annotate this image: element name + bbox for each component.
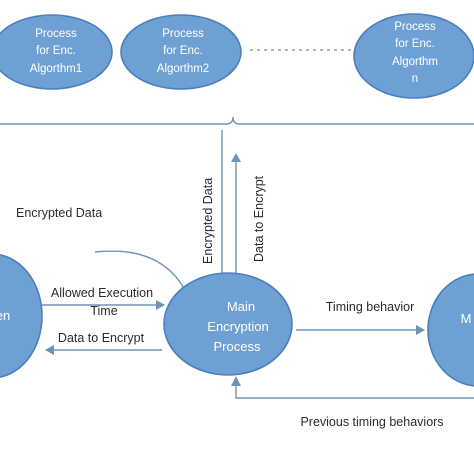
timing-behavior-label: Timing behavior <box>326 300 414 314</box>
node-right-partial-label: M <box>461 311 472 326</box>
node-alg2: Process for Enc. Algorthm2 <box>120 14 242 90</box>
previous-timing-arrowhead <box>231 376 241 386</box>
encrypted-data-curve <box>94 250 186 291</box>
previous-timing-line <box>235 383 474 399</box>
node-alg2-line1: Process <box>162 28 204 40</box>
node-alg1-line1: Process <box>35 28 77 40</box>
bracket-line <box>0 116 474 125</box>
allowed-exec-label-1: Allowed Execution <box>51 286 153 300</box>
node-alg1: Process for Enc. Algorthm1 <box>0 14 113 90</box>
encrypted-data-left-label: Encrypted Data <box>16 206 102 220</box>
node-alg2-line3: Algorthm2 <box>157 63 209 75</box>
node-alg1-line3: Algorthm1 <box>30 63 82 75</box>
node-algn-line3: Algorthm <box>392 56 438 68</box>
node-alg2-line2: for Enc. <box>163 45 203 57</box>
node-main-line2: Encryption <box>207 319 268 334</box>
node-algn-line4: n <box>412 73 418 85</box>
node-left-partial-label: en <box>0 308 10 323</box>
data-to-encrypt-left-label: Data to Encrypt <box>58 331 145 345</box>
data-to-encrypt-vertical-label: Data to Encrypt <box>252 175 266 262</box>
node-left-partial: en <box>0 253 43 379</box>
encrypted-data-vertical-label: Encrypted Data <box>201 178 215 264</box>
node-alg1-line2: for Enc. <box>36 45 76 57</box>
previous-timing-label: Previous timing behaviors <box>300 415 443 429</box>
node-main: Main Encryption Process <box>163 272 293 376</box>
node-algn-line2: for Enc. <box>395 38 435 50</box>
node-main-line3: Process <box>214 339 261 354</box>
node-right-partial: M <box>427 273 474 387</box>
node-algn: Process for Enc. Algorthm n <box>353 13 474 99</box>
node-main-line1: Main <box>227 299 255 314</box>
node-algn-line1: Process <box>394 21 436 33</box>
allowed-exec-label-2: Time <box>90 304 117 318</box>
